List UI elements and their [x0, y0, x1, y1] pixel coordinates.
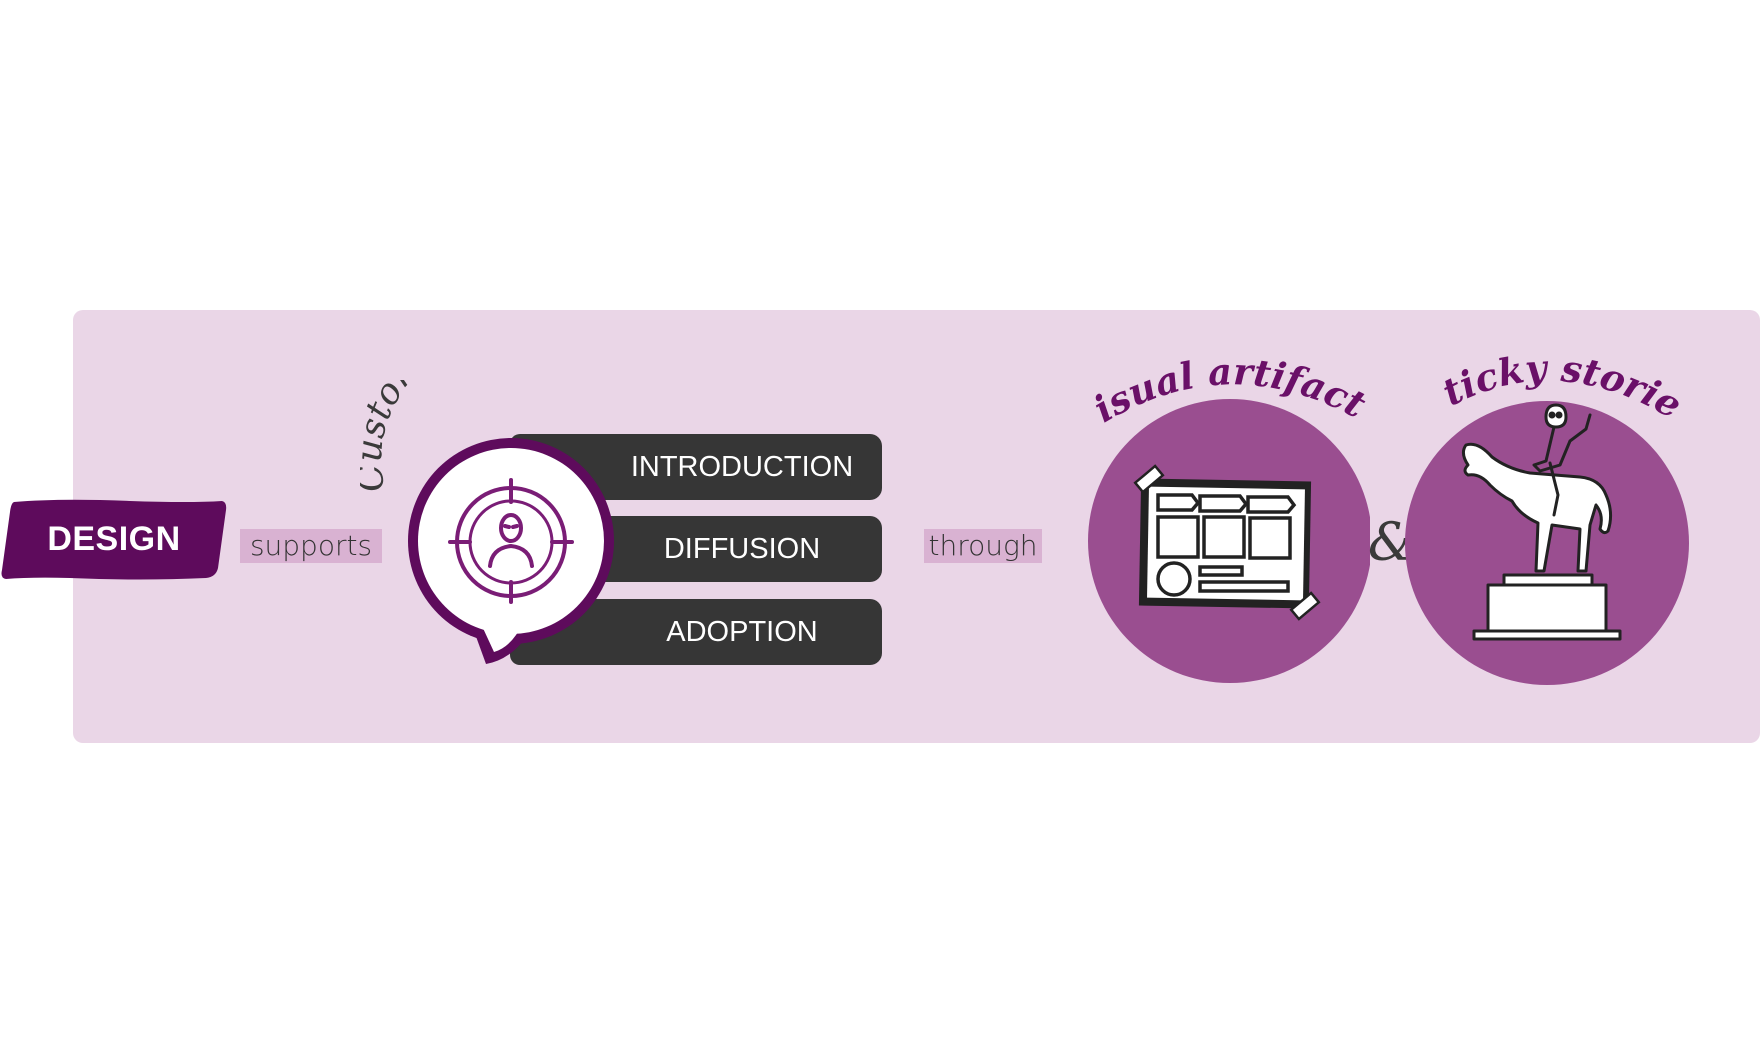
design-label: DESIGN: [47, 519, 181, 558]
design-badge: DESIGN: [0, 498, 228, 580]
horse-statue-icon: [1461, 403, 1622, 641]
speech-bubble: [408, 438, 614, 664]
sticky-stories-group: Sticky stories: [1400, 345, 1690, 685]
stage-label: INTRODUCTION: [630, 450, 854, 483]
through-connector: through: [924, 529, 1042, 563]
target-person-icon: [448, 478, 574, 604]
supports-connector: supports: [240, 529, 382, 563]
visual-artifacts-group: Visual artifacts: [1080, 345, 1370, 683]
design-badge-shape: [1, 499, 227, 580]
board-canvas-icon: [1133, 464, 1321, 621]
stage-label: DIFFUSION: [663, 532, 821, 565]
stage-label: ADOPTION: [666, 615, 818, 648]
customer-logic-group: Customer logic: [360, 380, 614, 664]
